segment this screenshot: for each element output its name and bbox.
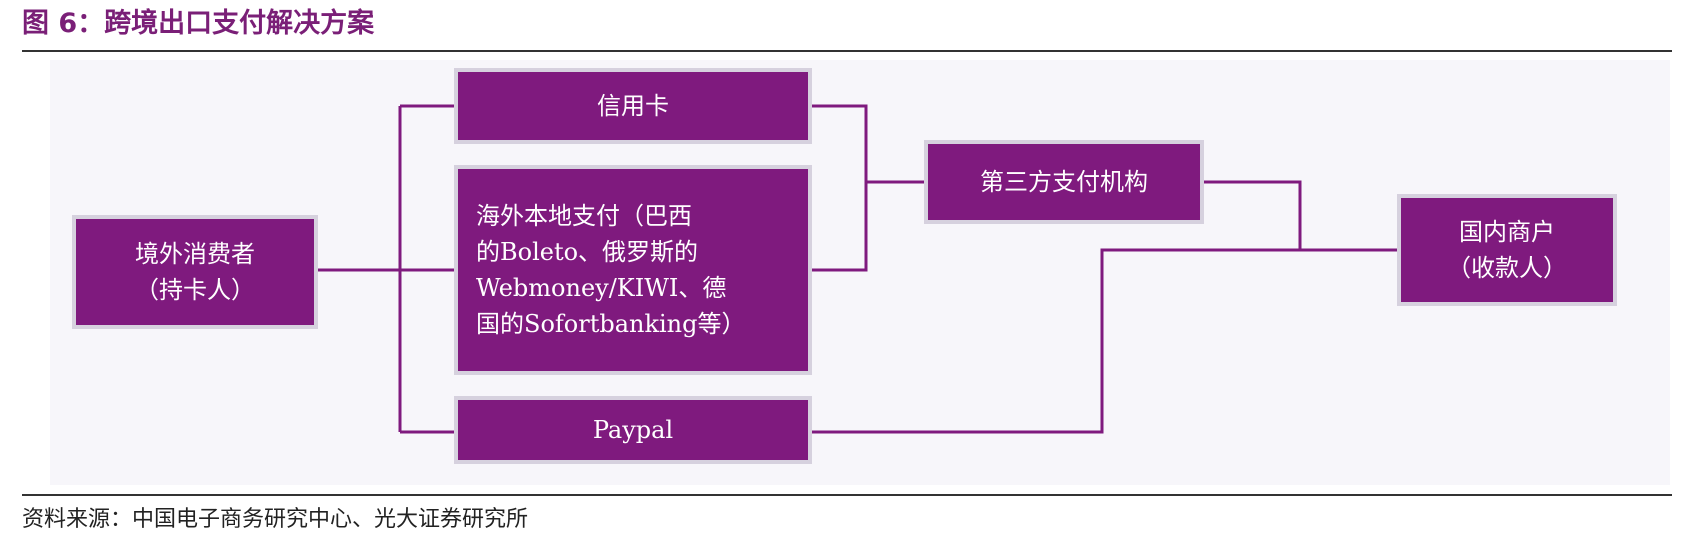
third-party-node: 第三方支付机构: [924, 140, 1204, 224]
credit-card-label: 信用卡: [597, 92, 669, 120]
merchant-label-line-2: （收款人）: [1447, 254, 1567, 282]
connector-credit-card-out: [812, 104, 868, 272]
local-payment-label-line-3: Webmoney/KIWI、德: [476, 274, 727, 302]
top-rule: [22, 50, 1672, 52]
consumer-node: 境外消费者 （持卡人）: [72, 215, 318, 329]
source-note: 资料来源：中国电子商务研究中心、光大证券研究所: [22, 507, 529, 532]
local-payment-label-line-2: 的Boleto、俄罗斯的: [476, 238, 699, 266]
local-payment-label-line-1: 海外本地支付（巴西: [476, 202, 692, 230]
merchant-node: 国内商户 （收款人）: [1397, 194, 1617, 306]
paypal-label: Paypal: [592, 416, 674, 444]
consumer-label-line-2: （持卡人）: [135, 276, 255, 304]
connector-third-party-out: [1204, 180, 1397, 252]
merchant-label-line-1: 国内商户: [1459, 218, 1555, 246]
connector-paypal-to-merchant: [812, 248, 1300, 434]
local-payment-node: 海外本地支付（巴西 的Boleto、俄罗斯的 Webmoney/KIWI、德 国…: [454, 165, 812, 375]
third-party-label: 第三方支付机构: [980, 168, 1148, 196]
local-payment-label-line-4: 国的Sofortbanking等）: [476, 310, 746, 338]
consumer-label-line-1: 境外消费者: [135, 240, 255, 268]
credit-card-node: 信用卡: [454, 68, 812, 144]
paypal-node: Paypal: [454, 396, 812, 464]
figure-title: 图 6：跨境出口支付解决方案: [22, 8, 375, 39]
bottom-rule: [22, 494, 1672, 496]
